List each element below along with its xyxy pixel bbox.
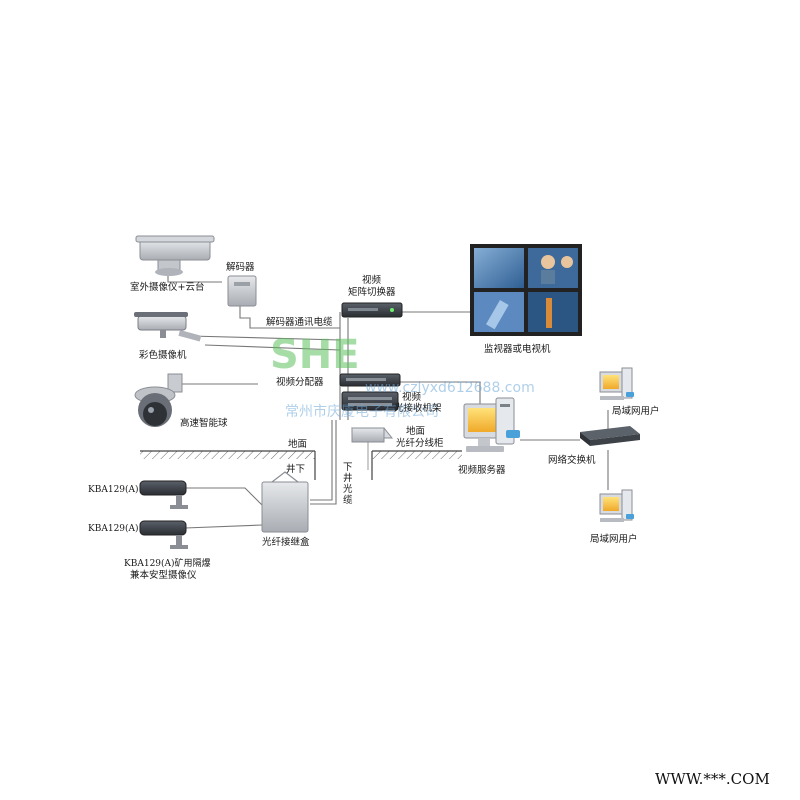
label-underground: 井下 bbox=[286, 463, 305, 475]
label-ground-right: 地面 bbox=[406, 425, 425, 437]
optical-receiver-icon bbox=[341, 391, 399, 411]
label-ground: 地面 bbox=[288, 438, 307, 450]
lan-user-top-icon bbox=[599, 367, 634, 400]
label-decoder: 解码器 bbox=[226, 261, 255, 273]
label-fiber-junction: 光纤接继盒 bbox=[262, 536, 310, 548]
label-mine-camera-1: KBA129(A)矿用隔爆 bbox=[124, 557, 211, 569]
fiber-cabinet-icon bbox=[350, 427, 394, 443]
label-network-switch: 网络交换机 bbox=[548, 454, 596, 466]
label-lan-user-bottom: 局域网用户 bbox=[590, 533, 638, 545]
color-camera-icon bbox=[134, 312, 202, 342]
video-server-icon bbox=[463, 397, 520, 452]
label-video-matrix-2: 矩阵切换器 bbox=[348, 286, 396, 298]
watermark-logo: SHE bbox=[270, 332, 360, 378]
lan-user-bottom-icon bbox=[599, 489, 634, 522]
label-mine-camera-2: 兼本安型摄像仪 bbox=[130, 569, 197, 581]
labels: 室外摄像仪+云台 解码器 视频 矩阵切换器 解码器通讯电缆 彩色摄像机 监视器或… bbox=[88, 261, 660, 581]
fiber-junction-icon bbox=[261, 471, 309, 533]
label-optical-receiver-2: 光接收机架 bbox=[394, 402, 442, 414]
wires bbox=[167, 270, 609, 529]
label-fiber-cabinet: 光纤分线柜 bbox=[396, 437, 444, 449]
speed-dome-icon bbox=[134, 373, 183, 427]
label-down-cable-1: 下 bbox=[343, 462, 353, 473]
watermark-url: www.czlyxd612688.com bbox=[365, 380, 535, 396]
watermark: SHE www.czlyxd612688.com 常州市庆厦电子有限公司 bbox=[270, 332, 535, 420]
watermark-company: 常州市庆厦电子有限公司 bbox=[285, 403, 439, 420]
label-video-server: 视频服务器 bbox=[458, 464, 506, 476]
label-video-distributor: 视频分配器 bbox=[276, 376, 324, 388]
outdoor-camera-icon bbox=[135, 235, 215, 276]
label-down-cable-3: 光 bbox=[343, 483, 353, 495]
label-down-cable-4: 缆 bbox=[343, 494, 353, 506]
video-matrix-icon bbox=[341, 302, 403, 318]
mine-camera-2-icon bbox=[139, 520, 188, 549]
mine-camera-1-icon bbox=[139, 480, 188, 509]
ground-surface bbox=[140, 450, 462, 480]
label-lan-user-top: 局域网用户 bbox=[612, 405, 660, 417]
label-cam-kba-1: KBA129(A) bbox=[88, 484, 139, 495]
network-switch-icon bbox=[580, 426, 640, 446]
label-speed-dome: 高速智能球 bbox=[180, 417, 228, 429]
label-outdoor-camera: 室外摄像仪+云台 bbox=[130, 281, 204, 293]
monitor-wall-icon bbox=[470, 244, 582, 336]
label-optical-receiver-1: 视频 bbox=[402, 391, 422, 403]
label-video-matrix-1: 视频 bbox=[362, 274, 382, 286]
label-color-camera: 彩色摄像机 bbox=[139, 349, 187, 361]
label-decoder-cable: 解码器通讯电缆 bbox=[266, 316, 333, 328]
decoder-icon bbox=[227, 275, 257, 307]
video-distributor-icon bbox=[339, 373, 401, 387]
label-monitor: 监视器或电视机 bbox=[484, 343, 551, 355]
label-down-cable-2: 井 bbox=[343, 472, 353, 484]
label-cam-kba-2: KBA129(A) bbox=[88, 523, 139, 534]
footer-text: WWW.***.COM bbox=[655, 770, 770, 788]
